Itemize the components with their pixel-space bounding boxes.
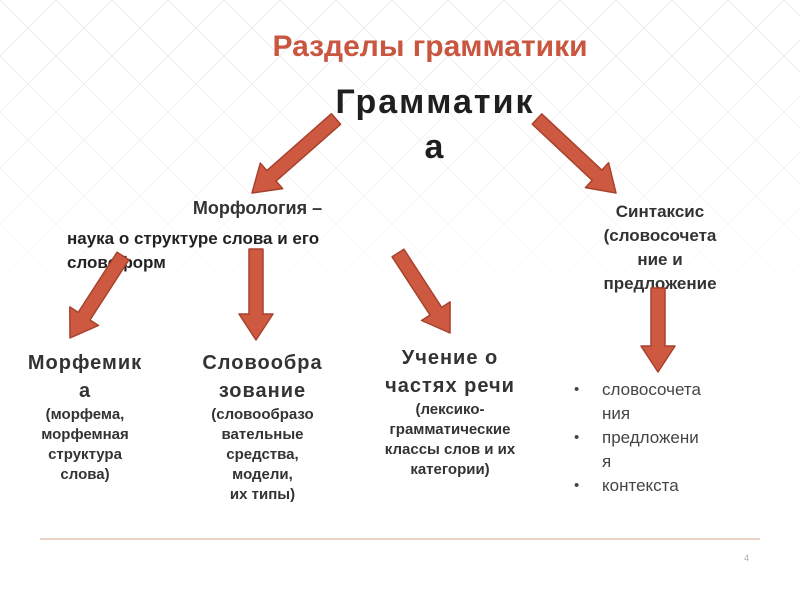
root-node-line: а — [424, 128, 446, 166]
list-item-line: контекста — [602, 476, 679, 495]
root-node-grammar: Грамматик а — [315, 80, 555, 170]
word-formation-description: (словообразо вательные средства, модели,… — [180, 405, 345, 505]
word-formation-title-line: зование — [218, 380, 307, 402]
list-item-line: ния — [602, 404, 631, 423]
slide-title: Разделы грамматики — [272, 30, 588, 63]
syntax-node-line: предложение — [603, 274, 717, 293]
parts-of-speech-description: (лексико- грамматические классы слов и и… — [355, 400, 545, 480]
morphemics-title: Морфемик а — [10, 349, 160, 405]
list-item: словосочета ния — [572, 378, 752, 426]
parts-of-speech-node: Учение о частях речи (лексико- грамматич… — [355, 344, 545, 480]
list-item-line: словосочета — [602, 380, 701, 399]
syntax-node-line: ние и — [637, 250, 683, 269]
morphology-description-line: наука о структуре слова и его — [67, 229, 320, 248]
word-formation-description-line: средства, — [226, 446, 299, 463]
list-item-line: я — [602, 452, 612, 471]
syntax-node-line: Синтаксис — [615, 202, 705, 221]
syntax-node: Синтаксис (словосочета ние и предложение — [570, 200, 750, 296]
root-node-line: Грамматик — [335, 83, 535, 121]
parts-of-speech-description-line: категории) — [410, 461, 490, 478]
list-item: предложени я — [572, 426, 752, 474]
arrow-to-word-formation — [238, 248, 274, 341]
syntax-items-list: словосочета ния предложени я контекста — [572, 378, 752, 498]
word-formation-description-line: вательные — [221, 426, 304, 443]
arrow-to-morphology — [251, 112, 342, 194]
arrow-to-syntax-list — [640, 287, 676, 373]
morphemics-description-line: (морфема, — [45, 406, 125, 423]
parts-of-speech-description-line: грамматические — [389, 421, 511, 438]
arrow-to-parts-of-speech — [391, 248, 451, 334]
morphemics-description-line: слова) — [60, 466, 110, 483]
list-item: контекста — [572, 474, 752, 498]
morphemics-title-line: Морфемик — [27, 352, 143, 374]
word-formation-description-line: (словообразо — [211, 406, 314, 423]
syntax-node-line: (словосочета — [603, 226, 717, 245]
word-formation-title-line: Словообра — [202, 352, 323, 374]
morphemics-description-line: структура — [48, 446, 122, 463]
morphology-heading: Морфология – — [192, 198, 323, 218]
morphemics-node: Морфемик а (морфема, морфемная структура… — [10, 349, 160, 485]
parts-of-speech-description-line: классы слов и их — [384, 441, 516, 458]
arrow-to-morphemics — [69, 251, 130, 339]
parts-of-speech-title-line: частях речи — [385, 375, 515, 397]
morphemics-description: (морфема, морфемная структура слова) — [10, 405, 160, 485]
parts-of-speech-title: Учение о частях речи — [355, 344, 545, 400]
word-formation-title: Словообра зование — [180, 349, 345, 405]
parts-of-speech-description-line: (лексико- — [415, 401, 485, 418]
page-number: 4 — [744, 553, 750, 563]
morphemics-description-line: морфемная — [41, 426, 129, 443]
word-formation-node: Словообра зование (словообразо вательные… — [180, 349, 345, 505]
arrow-to-syntax — [531, 113, 617, 194]
morphemics-title-line: а — [78, 380, 92, 402]
word-formation-description-line: модели, — [232, 466, 293, 483]
list-item-line: предложени — [602, 428, 699, 447]
word-formation-description-line: их типы) — [229, 486, 296, 503]
parts-of-speech-title-line: Учение о — [401, 347, 499, 369]
